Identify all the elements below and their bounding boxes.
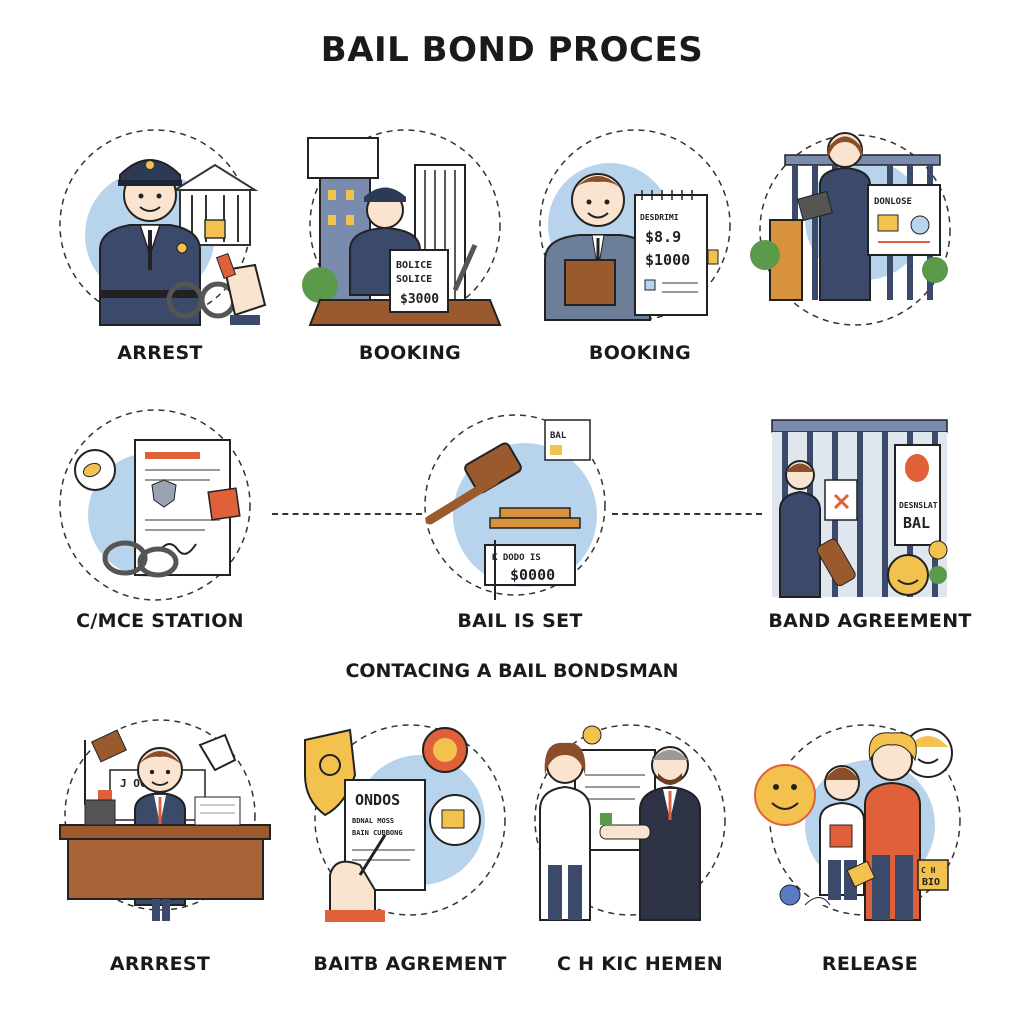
step-booking-receipt: DESDRIMI $8.9 $1000 BOOKING xyxy=(520,120,760,370)
svg-text:BAIN CUBBONG: BAIN CUBBONG xyxy=(352,829,403,837)
svg-text:K DODO IS: K DODO IS xyxy=(492,553,541,563)
step-bail-set: BAL K DODO IS $0000 BAIL IS SET xyxy=(400,400,640,650)
family-release-icon: C H BIO xyxy=(754,724,961,921)
step-label: ARREST xyxy=(117,342,203,364)
page-title: BAIL BOND PROCES xyxy=(320,30,704,70)
step-bail-agreement: ONDOS BDNAL MOSS BAIN CUBBONG BAITB AGRE… xyxy=(290,715,530,975)
svg-text:DESDRIMI: DESDRIMI xyxy=(640,213,679,222)
step-label: BAIL IS SET xyxy=(457,610,583,632)
svg-text:ONDOS: ONDOS xyxy=(355,791,400,809)
svg-text:BDNAL MOSS: BDNAL MOSS xyxy=(352,817,394,825)
step-police-station: C/MCE STATION xyxy=(40,400,280,650)
step-label: BOOKING xyxy=(588,342,692,364)
svg-text:$8.9: $8.9 xyxy=(645,228,681,246)
bondsman-office-icon: J OG xyxy=(59,719,271,921)
step-label: ARRREST xyxy=(109,953,211,975)
step-label: C/MCE STATION xyxy=(76,610,244,632)
step-arrest: ARREST xyxy=(40,120,280,370)
connector-line xyxy=(612,513,762,515)
gavel-icon: BAL K DODO IS $0000 xyxy=(424,414,606,600)
step-band-agreement: DESNSLAT BAL BAND AGREEMENT xyxy=(750,400,990,650)
step-check-in: C H KIC HEMEN xyxy=(520,715,760,975)
svg-text:BOLICE: BOLICE xyxy=(396,260,432,271)
svg-text:$1000: $1000 xyxy=(645,251,690,269)
police-officer-icon xyxy=(59,129,267,326)
svg-text:BIO: BIO xyxy=(922,877,940,888)
svg-text:$3000: $3000 xyxy=(400,292,439,307)
step-booking: BOLICE SOLICE $3000 BOOKING xyxy=(290,120,530,370)
step-label: BAITB AGREMENT xyxy=(313,953,507,975)
step-bondsman-office: J OG ARRREST xyxy=(40,715,280,975)
jail-cell-icon: DESNSLAT BAL xyxy=(771,419,948,598)
step-label: BOOKING xyxy=(358,342,462,364)
svg-text:C H: C H xyxy=(921,866,936,875)
signing-agreement-icon: ONDOS BDNAL MOSS BAIN CUBBONG xyxy=(304,724,506,922)
middle-caption: CONTACING A BAIL BONDSMAN xyxy=(345,660,679,682)
jail-visit-icon: DONLOSE xyxy=(750,132,951,326)
step-label: C H KIC HEMEN xyxy=(557,953,723,975)
bail-receipt-icon: DESDRIMI $8.9 $1000 xyxy=(539,129,731,321)
svg-text:$0000: $0000 xyxy=(510,566,555,584)
connector-line xyxy=(272,513,422,515)
step-release: C H BIO RELEASE xyxy=(750,715,990,975)
booking-officer-icon: BOLICE SOLICE $3000 xyxy=(302,129,502,326)
svg-text:DONLOSE: DONLOSE xyxy=(874,197,912,207)
svg-text:BAL: BAL xyxy=(550,431,567,441)
svg-text:SOLICE: SOLICE xyxy=(396,274,432,285)
step-jail-visit: DONLOSE xyxy=(750,120,990,370)
svg-text:DESNSLAT: DESNSLAT xyxy=(899,501,938,510)
police-report-icon xyxy=(59,409,251,601)
step-label: BAND AGREEMENT xyxy=(768,610,972,632)
handshake-icon xyxy=(534,724,726,921)
step-label: RELEASE xyxy=(821,953,919,975)
svg-text:BAL: BAL xyxy=(903,514,930,532)
